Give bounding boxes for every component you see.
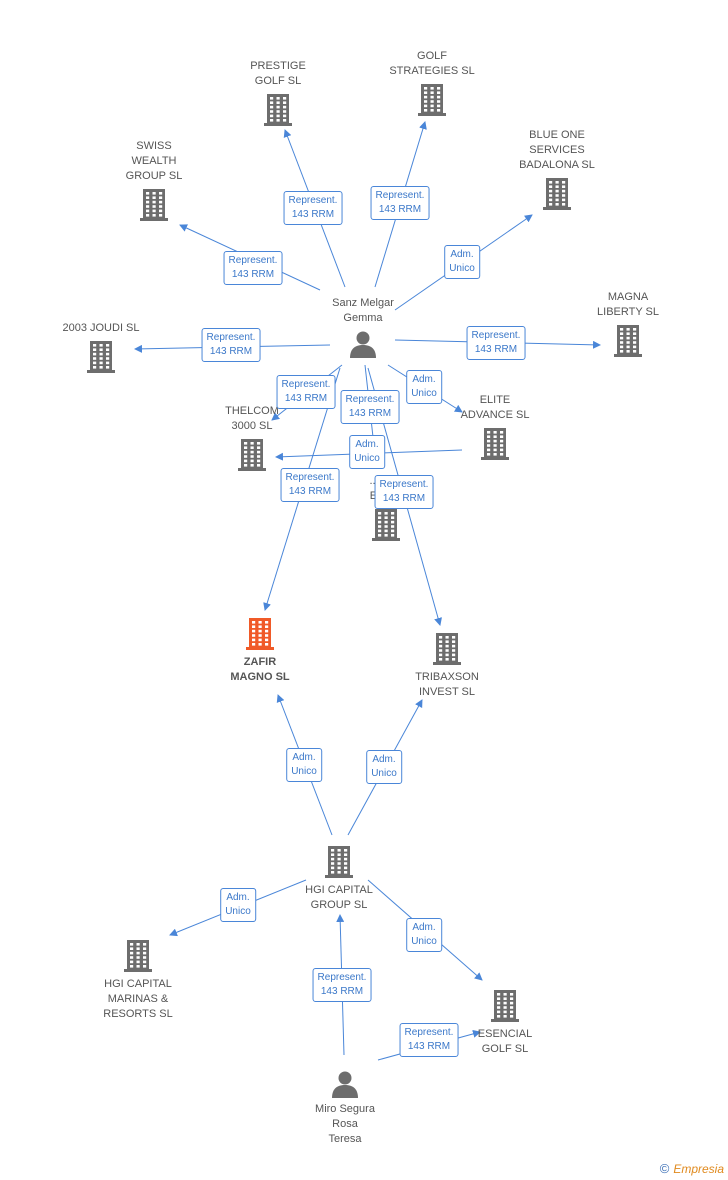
edge-label-hgigroup-esencial[interactable]: Adm. Unico [406,918,442,952]
edge-label-hgigroup-zafir[interactable]: Adm. Unico [286,748,322,782]
building-icon [238,438,266,472]
building-icon [543,177,571,211]
node-blueone[interactable]: BLUE ONE SERVICES BADALONA SL [492,128,622,211]
building-icon [418,83,446,117]
edge-label-sanz-prestige[interactable]: Represent. 143 RRM [283,191,343,225]
building-icon [481,427,509,461]
building-icon [140,188,168,222]
building-icon [372,508,400,542]
node-golfstrat[interactable]: GOLF STRATEGIES SL [367,49,497,117]
node-label: Sanz Melgar Gemma [332,297,394,324]
building-icon [124,939,152,973]
copyright-icon: © [659,1161,670,1176]
building-icon [491,989,519,1023]
node-label: THELCOM 3000 SL [225,405,279,432]
node-magna[interactable]: MAGNA LIBERTY SL [563,290,693,358]
person-icon [331,1070,359,1098]
node-label: MAGNA LIBERTY SL [597,291,659,318]
node-label: GOLF STRATEGIES SL [389,50,475,77]
node-hgigroup[interactable]: HGI CAPITAL GROUP SL [274,845,404,913]
edge-label-sanz-elite[interactable]: Adm. Unico [406,370,442,404]
node-tribaxson[interactable]: TRIBAXSON INVEST SL [382,632,512,700]
edge-label-sanz-golfstrat[interactable]: Represent. 143 RRM [370,186,430,220]
edge-label-miro-esencial[interactable]: Represent. 143 RRM [399,1023,459,1057]
node-label: TRIBAXSON INVEST SL [415,671,479,698]
node-elite[interactable]: ELITE ADVANCE SL [430,393,560,461]
brand-name: Empresia [673,1161,724,1176]
node-zafir[interactable]: ZAFIR MAGNO SL [195,617,325,685]
node-joudi[interactable]: 2003 JOUDI SL [36,321,166,374]
building-icon [433,632,461,666]
footer-brand: © Empresia [660,1161,724,1176]
node-miro[interactable]: Miro Segura Rosa Teresa [280,1070,410,1147]
node-label: ELITE ADVANCE SL [460,394,530,421]
person-icon [349,330,377,358]
node-label: BLUE ONE SERVICES BADALONA SL [519,129,595,171]
edge-label-sanz-magna[interactable]: Represent. 143 RRM [466,326,526,360]
building-icon [264,93,292,127]
edge-label-sanz-zafir[interactable]: Represent. 143 RRM [280,468,340,502]
node-label: PRESTIGE GOLF SL [250,60,306,87]
edge-label-miro-hgigroup[interactable]: Represent. 143 RRM [312,968,372,1002]
node-label: Miro Segura Rosa Teresa [315,1103,375,1145]
edge-label-sanz-thelcom[interactable]: Represent. 143 RRM [276,375,336,409]
node-label: 2003 JOUDI SL [62,322,140,334]
edge-label-sanz-blueone[interactable]: Adm. Unico [444,245,480,279]
node-esencial[interactable]: ESENCIAL GOLF SL [440,989,570,1057]
edge-label-sanz-tribaxson[interactable]: Represent. 143 RRM [374,475,434,509]
building-icon [325,845,353,879]
edge-label-hgigroup-hgimarinas[interactable]: Adm. Unico [220,888,256,922]
edge-label-elite-thelcom[interactable]: Adm. Unico [349,435,385,469]
node-label: ESENCIAL GOLF SL [477,1028,533,1055]
node-label: ZAFIR MAGNO SL [230,656,290,683]
building-icon [87,340,115,374]
edge-label-sanz-swiss[interactable]: Represent. 143 RRM [223,251,283,285]
node-swiss[interactable]: SWISS WEALTH GROUP SL [89,139,219,222]
node-hgimarinas[interactable]: HGI CAPITAL MARINAS & RESORTS SL [73,939,203,1022]
node-prestige[interactable]: PRESTIGE GOLF SL [213,59,343,127]
edge-label-hgigroup-tribaxson[interactable]: Adm. Unico [366,750,402,784]
node-label: HGI CAPITAL MARINAS & RESORTS SL [103,978,173,1020]
edge-label-sanz-euro[interactable]: Represent. 143 RRM [340,390,400,424]
node-sanz[interactable]: Sanz Melgar Gemma [298,296,428,358]
node-label: SWISS WEALTH GROUP SL [125,140,183,182]
node-label: HGI CAPITAL GROUP SL [305,884,373,911]
edge-label-sanz-joudi[interactable]: Represent. 143 RRM [201,328,261,362]
node-thelcom[interactable]: THELCOM 3000 SL [187,404,317,472]
building-icon [245,617,275,651]
building-icon [614,324,642,358]
